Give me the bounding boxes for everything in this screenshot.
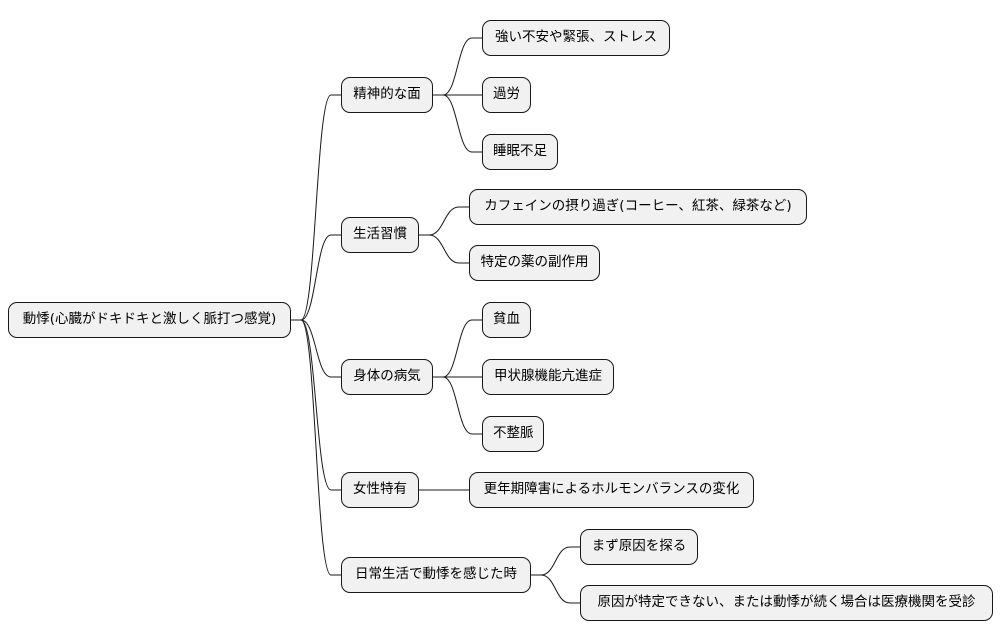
leaf-node-sleep-deprivation: 睡眠不足 (482, 134, 558, 170)
leaf-node-menopause: 更年期障害によるホルモンバランスの変化 (469, 472, 754, 508)
leaf-node-anemia: 貧血 (482, 302, 531, 338)
connector-illness-0 (433, 319, 482, 378)
connector-lifestyle-0 (419, 206, 469, 236)
branch-node-physical-illness: 身体の病気 (341, 359, 433, 395)
connector-daily-0 (531, 546, 580, 576)
branch-node-mental: 精神的な面 (341, 77, 433, 113)
leaf-node-see-doctor: 原因が特定できない、または動悸が続く場合は医療機関を受診 (580, 585, 993, 621)
connector-root-branch-2 (291, 319, 341, 378)
branch-node-lifestyle: 生活習慣 (341, 217, 419, 253)
leaf-node-drug-side-effects: 特定の薬の副作用 (469, 245, 600, 281)
branch-node-female-specific: 女性特有 (341, 472, 419, 508)
leaf-node-find-cause: まず原因を探る (580, 529, 698, 565)
connector-lifestyle-1 (419, 234, 469, 264)
connector-mental-2 (433, 94, 482, 153)
connector-root-branch-0 (291, 94, 341, 321)
connector-root-branch-1 (291, 234, 341, 321)
leaf-node-overwork: 過労 (482, 77, 531, 113)
leaf-node-anxiety-stress: 強い不安や緊張、ストレス (482, 20, 670, 56)
connector-daily-1 (531, 574, 580, 604)
leaf-node-arrhythmia: 不整脈 (482, 416, 544, 452)
root-node: 動悸(心臓がドキドキと激しく脈打つ感覚) (8, 302, 291, 338)
connector-root-branch-4 (291, 319, 341, 576)
leaf-node-caffeine: カフェインの摂り過ぎ(コーヒー、紅茶、緑茶など) (469, 189, 807, 225)
connector-root-branch-3 (291, 319, 341, 491)
connector-illness-2 (433, 376, 482, 435)
connector-mental-0 (433, 37, 482, 96)
leaf-node-hyperthyroidism: 甲状腺機能亢進症 (482, 359, 614, 395)
branch-node-daily-life: 日常生活で動悸を感じた時 (341, 557, 531, 593)
